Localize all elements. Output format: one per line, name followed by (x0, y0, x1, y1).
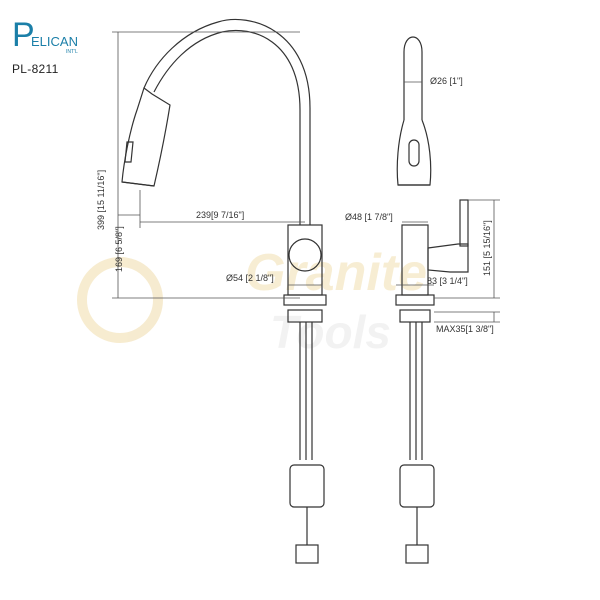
spray-button (124, 141, 134, 163)
model-number: PL-8211 (12, 62, 59, 76)
logo-name: ELICAN (31, 34, 78, 49)
side-spray-head (396, 119, 432, 186)
spout-arc (153, 29, 301, 225)
dim-base-depth: 83 [3 1/4"] (427, 276, 468, 286)
dim-base-dia: Ø54 [2 1/8"] (226, 273, 274, 283)
dimension-lines (112, 31, 500, 323)
logo-initial: P (12, 16, 35, 54)
side-mounting-nut (399, 309, 431, 323)
handle-knob (288, 238, 322, 272)
spray-head (121, 87, 171, 187)
dim-height-spout: 169 [6 5/8"] (114, 226, 124, 272)
logo-suffix: INT'L (66, 49, 78, 55)
dim-height-total: 399 [15 11/16"] (96, 170, 106, 230)
side-base-plate (395, 294, 435, 306)
watermark-badge (77, 257, 163, 343)
spout-arc-inner (143, 18, 311, 225)
side-quick-connector (405, 544, 429, 564)
side-hose-weight (399, 464, 435, 508)
granite-tools-watermark: Granite Tools (77, 244, 427, 358)
spray-face (121, 181, 155, 187)
side-handle (427, 243, 469, 273)
dim-handle-height: 151 [5 15/16"] (482, 220, 492, 276)
mounting-nut (287, 309, 323, 323)
watermark-line1: Granite (245, 244, 427, 302)
front-view (121, 18, 327, 564)
base-plate (283, 294, 327, 306)
dim-deck-max: MAX35[1 3/8"] (436, 324, 494, 334)
pelican-logo: P ELICAN INT'L (10, 10, 100, 55)
dim-spout-dia: Ø26 [1"] (430, 76, 463, 86)
side-spout (403, 36, 423, 120)
dim-reach: 239[9 7/16"] (196, 210, 244, 220)
side-spray-slot (408, 139, 420, 167)
hose-weight (289, 464, 325, 508)
quick-connector (295, 544, 319, 564)
dim-body-dia: Ø48 [1 7/8"] (345, 212, 393, 222)
side-lever (459, 199, 469, 247)
side-view (395, 36, 469, 564)
watermark-line2: Tools (270, 306, 391, 358)
